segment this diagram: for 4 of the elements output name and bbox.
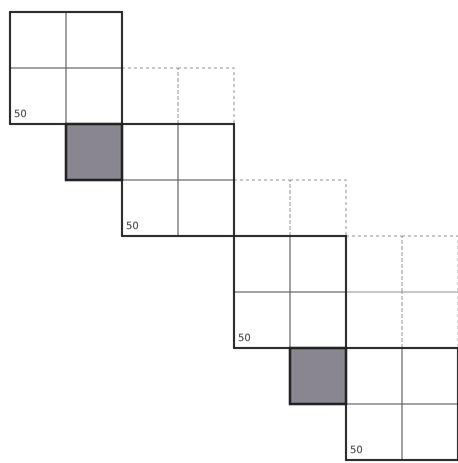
dimension-label: 50 bbox=[126, 221, 139, 232]
dimension-label: 50 bbox=[14, 109, 27, 120]
dimension-label: 50 bbox=[350, 445, 363, 456]
dimension-label: 50 bbox=[238, 333, 251, 344]
